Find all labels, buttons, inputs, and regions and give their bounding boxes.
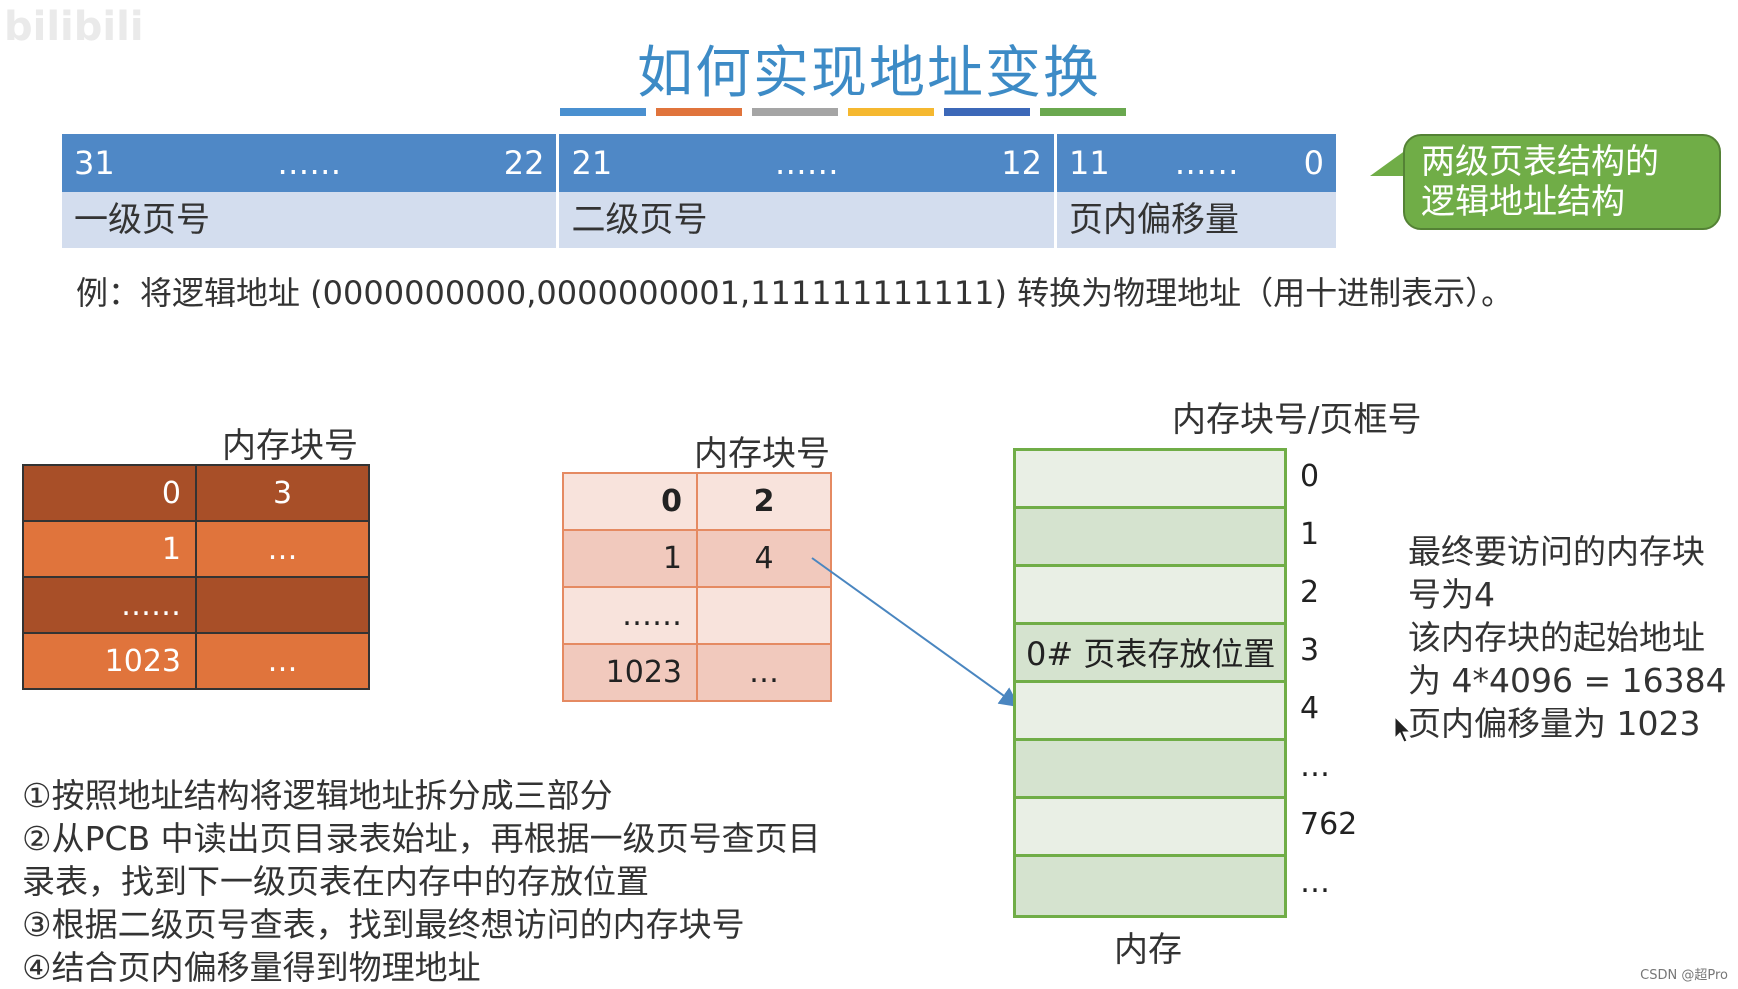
table-cell: 0: [22, 464, 197, 522]
frame-label: 4: [1300, 691, 1320, 726]
field-name-1: 一级页号: [62, 192, 560, 248]
strip-segment: [560, 108, 646, 116]
steps-list: ①按照地址结构将逻辑地址拆分成三部分 ②从PCB 中读出页目录表始址，再根据一级…: [22, 774, 821, 989]
memory-block: [1016, 799, 1284, 857]
step-line: ①按照地址结构将逻辑地址拆分成三部分: [22, 776, 613, 815]
result-line: 号为4: [1408, 575, 1495, 614]
table-cell: [195, 576, 370, 634]
high-bit: 11: [1068, 144, 1110, 182]
table-cell: 4: [696, 529, 832, 588]
frame-label: 762: [1300, 807, 1358, 842]
bit-dots: ……: [277, 144, 342, 182]
strip-segment: [752, 108, 838, 116]
table-cell: 1: [22, 520, 197, 578]
frame-label: 3: [1300, 633, 1320, 668]
strip-segment: [1040, 108, 1126, 116]
result-line: 页内偏移量为 1023: [1408, 704, 1701, 743]
callout-line: 两级页表结构的: [1421, 142, 1659, 182]
step-line: 录表，找到下一级页表在内存中的存放位置: [22, 862, 649, 901]
table-cell: 1: [562, 529, 698, 588]
field-bits-1: 31 …… 22: [62, 134, 560, 192]
page-directory-table: 0 3 1 … …… 1023 …: [22, 464, 370, 690]
example-text: 例：将逻辑地址 (0000000000,0000000001,111111111…: [76, 274, 1514, 312]
field-bits-2: 21 …… 12: [557, 134, 1057, 192]
table1-caption: 内存块号: [222, 426, 358, 466]
memory-block-page-table: 0# 页表存放位置: [1016, 625, 1284, 683]
table-cell: 1023: [562, 643, 698, 702]
result-line: 最终要访问的内存块: [1408, 532, 1705, 571]
memory-block: [1016, 683, 1284, 741]
bit-dots: ……: [1174, 144, 1239, 182]
memory-block: [1016, 451, 1284, 509]
strip-segment: [944, 108, 1030, 116]
field-name-3: 页内偏移量: [1055, 192, 1336, 248]
step-line: ②从PCB 中读出页目录表始址，再根据一级页号查页目: [22, 819, 821, 858]
table2-caption: 内存块号: [694, 434, 830, 474]
second-level-page-table: 0 2 1 4 …… 1023 …: [562, 472, 832, 702]
mouse-cursor-icon: [1394, 716, 1412, 743]
table-row: ……: [562, 586, 832, 645]
result-line: 为 4*4096 = 16384: [1408, 661, 1727, 700]
memory-block: [1016, 509, 1284, 567]
table-cell: 1023: [22, 632, 197, 690]
bit-dots: ……: [774, 144, 839, 182]
memory-block: [1016, 567, 1284, 625]
table-row: 0 2: [562, 472, 832, 531]
table-cell: [696, 586, 832, 645]
step-line: ④结合页内偏移量得到物理地址: [22, 948, 481, 987]
frame-label: …: [1300, 749, 1330, 784]
frame-label: …: [1300, 865, 1330, 900]
slide-title: 如何实现地址变换: [637, 41, 1101, 106]
strip-segment: [656, 108, 742, 116]
memory-footer: 内存: [1114, 930, 1182, 970]
memory-block: [1016, 741, 1284, 799]
table-row: 1023 …: [22, 632, 370, 690]
strip-segment: [848, 108, 934, 116]
structure-callout: 两级页表结构的 逻辑地址结构: [1403, 134, 1721, 230]
logical-address-structure: 31 …… 22 21 …… 12 11 …… 0 一级页号 二级页号 页内偏移…: [62, 134, 1336, 248]
memory-block: [1016, 857, 1284, 915]
frame-label: 0: [1300, 459, 1320, 494]
callout-tail: [1370, 150, 1406, 176]
title-color-strip: [560, 108, 1126, 116]
callout-line: 逻辑地址结构: [1421, 182, 1625, 222]
table-row: 1 …: [22, 520, 370, 578]
table-row: 1023 …: [562, 643, 832, 702]
table-cell: 0: [562, 472, 698, 531]
low-bit: 22: [503, 144, 545, 182]
field-bits-3: 11 …… 0: [1055, 134, 1336, 192]
result-line: 该内存块的起始地址: [1408, 618, 1705, 657]
frame-label: 2: [1300, 575, 1320, 610]
table-cell: 3: [195, 464, 370, 522]
memory-caption: 内存块号/页框号: [1172, 400, 1422, 440]
table-row: ……: [22, 576, 370, 634]
table-cell: …: [195, 520, 370, 578]
field-name-2: 二级页号: [557, 192, 1057, 248]
low-bit: 12: [1001, 144, 1042, 182]
low-bit: 0: [1303, 144, 1324, 182]
table-cell: …: [195, 632, 370, 690]
credit-text: CSDN @超Pro: [1640, 968, 1728, 983]
memory-blocks: 0# 页表存放位置: [1013, 448, 1287, 918]
table-cell: ……: [22, 576, 197, 634]
table-row: 1 4: [562, 529, 832, 588]
frame-label: 1: [1300, 517, 1320, 552]
high-bit: 31: [74, 144, 115, 182]
step-line: ③根据二级页号查表，找到最终想访问的内存块号: [22, 905, 745, 944]
mapping-arrow: [811, 557, 1020, 708]
table-row: 0 3: [22, 464, 370, 522]
frame-number-labels: 0 1 2 3 4 … 762 …: [1300, 448, 1357, 912]
high-bit: 21: [571, 144, 613, 182]
table-cell: …: [696, 643, 832, 702]
table-cell: ……: [562, 586, 698, 645]
table-cell: 2: [696, 472, 832, 531]
bilibili-watermark: bilibili: [4, 4, 144, 50]
result-explanation: 最终要访问的内存块 号为4 该内存块的起始地址 为 4*4096 = 16384…: [1408, 530, 1727, 745]
